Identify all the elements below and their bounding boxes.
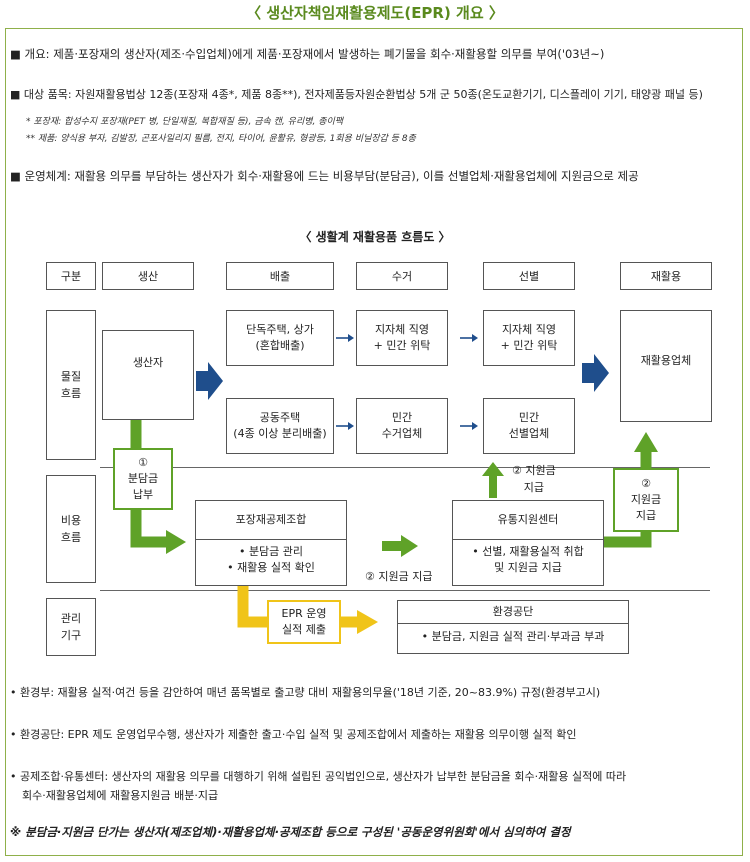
box-text: 수거업체 — [381, 427, 423, 440]
flow-diagram-title: 〈 생활계 재활용품 흐름도 〉 — [299, 230, 451, 244]
green-arrow-up-icon — [482, 462, 504, 498]
box-text: + 민간 위탁 — [500, 339, 558, 352]
arrow-right-icon — [336, 334, 354, 342]
producer-label: 생산자 — [132, 356, 164, 369]
row-label-text: 물질 — [60, 370, 82, 383]
box-text: 민간 — [391, 411, 413, 424]
row-label-cost: 비용 흐름 — [46, 475, 96, 583]
page-title: 〈 생산자책임재활용제도(EPR) 개요 〉 — [246, 4, 504, 22]
box-text: 지원금 — [630, 493, 662, 506]
env-corp-bullet: • 환경공단: EPR 제도 운영업무수행, 생산자가 제출한 출고·수입 실적… — [10, 728, 577, 741]
box-text: 지자체 직영 — [374, 323, 430, 336]
env-corp-box: 환경공단 • 분담금, 지원금 실적 관리·부과금 부과 — [397, 600, 629, 654]
header-discharge: 배출 — [226, 262, 334, 290]
union-box: 포장재공제조합 • 분담금 관리 • 재활용 실적 확인 — [195, 500, 347, 586]
collect-private-box: 민간 수거업체 — [356, 398, 448, 454]
distribution-center-box: 유통지원센터 • 선별, 재활용실적 취합 및 지원금 지급 — [452, 500, 604, 586]
subsidy-label: ② 지원금 지급 — [365, 570, 433, 583]
box-text: 분담금 — [127, 472, 159, 485]
center-task: 및 지원금 지급 — [494, 561, 562, 574]
row-label-text: 관리 — [60, 612, 82, 625]
recycler-box: 재활용업체 — [620, 310, 712, 422]
box-text: + 민간 위탁 — [373, 339, 431, 352]
box-text: (혼합배출) — [255, 339, 305, 352]
arrow-right-icon — [336, 422, 354, 430]
union-bullet-cont: 회수·재활용업체에 재활용지원금 배분·지급 — [22, 789, 219, 802]
arrow-right-icon — [460, 422, 478, 430]
step2-subsidy-box: ② 지원금 지급 — [613, 468, 679, 532]
box-text: ② — [641, 477, 651, 490]
label-line: 지급 — [523, 481, 544, 494]
box-text: ① — [138, 456, 148, 469]
header-production: 생산 — [102, 262, 194, 290]
header-collection: 수거 — [356, 262, 448, 290]
system-bullet: ■ 운영체계: 재활용 의무를 부담하는 생산자가 회수·재활용에 드는 비용부… — [10, 169, 639, 183]
row-label-org: 관리 기구 — [46, 598, 96, 656]
box-text: 실적 제출 — [282, 623, 326, 636]
env-corp-task: • 분담금, 지원금 실적 관리·부과금 부과 — [421, 630, 605, 643]
big-arrow-right-icon — [196, 362, 223, 400]
row-separator — [100, 467, 710, 468]
union-bullet: • 공제조합·유통센터: 생산자의 재활용 의무를 대행하기 위해 설립된 공익… — [10, 770, 627, 783]
discharge-apartment-box: 공동주택 (4종 이상 분리배출) — [226, 398, 334, 454]
row-separator — [100, 590, 710, 591]
union-task: • 분담금 관리 — [238, 545, 304, 558]
row-label-text: 비용 — [60, 514, 82, 527]
ministry-bullet: • 환경부: 재활용 실적·여건 등을 감안하여 매년 품목별로 출고량 대비 … — [10, 686, 601, 699]
step1-payment-box: ① 분담금 납부 — [113, 448, 173, 510]
box-text: 지자체 직영 — [501, 323, 557, 336]
items-bullet: ■ 대상 품목: 자원재활용법상 12종(포장재 4종*, 제품 8종**), … — [10, 88, 703, 101]
overview-bullet: ■ 개요: 제품·포장재의 생산자(제조·수입업체)에게 제품·포장재에서 발생… — [10, 47, 605, 61]
arrow-right-icon — [460, 334, 478, 342]
recycler-label: 재활용업체 — [640, 354, 692, 367]
box-text: (4종 이상 분리배출) — [233, 427, 327, 440]
subsidy-label-2: ② 지원금 지급 — [512, 462, 556, 496]
box-text: 민간 — [518, 411, 540, 424]
header-sorting: 선별 — [483, 262, 575, 290]
sort-municipal-box: 지자체 직영 + 민간 위탁 — [483, 310, 575, 366]
box-text: 지급 — [635, 509, 657, 522]
green-arrow-right-icon — [382, 535, 418, 557]
header-category: 구분 — [46, 262, 96, 290]
product-note: ** 제품: 양식용 부자, 김발장, 곤포사일리지 필름, 전지, 타이어, … — [26, 134, 416, 144]
row-label-text: 흐름 — [60, 531, 82, 544]
center-name: 유통지원센터 — [453, 501, 603, 540]
box-text: 납부 — [132, 488, 154, 501]
discharge-house-box: 단독주택, 상가 (혼합배출) — [226, 310, 334, 366]
box-text: 선별업체 — [508, 427, 550, 440]
union-name: 포장재공제조합 — [196, 501, 346, 540]
row-label-text: 흐름 — [60, 387, 82, 400]
big-arrow-right-icon — [582, 354, 609, 392]
row-label-text: 기구 — [60, 629, 82, 642]
sort-private-box: 민간 선별업체 — [483, 398, 575, 454]
union-task: • 재활용 실적 확인 — [227, 561, 315, 574]
collect-municipal-box: 지자체 직영 + 민간 위탁 — [356, 310, 448, 366]
box-text: 단독주택, 상가 — [246, 323, 314, 336]
epr-report-box: EPR 운영 실적 제출 — [267, 600, 341, 644]
packaging-note: * 포장재: 합성수지 포장재(PET 병, 단일재질, 복합재질 등), 금속… — [26, 117, 344, 127]
header-recycling: 재활용 — [620, 262, 712, 290]
producer-box: 생산자 — [102, 330, 194, 420]
row-label-material: 물질 흐름 — [46, 310, 96, 460]
center-task: • 선별, 재활용실적 취합 — [472, 545, 584, 558]
box-text: 공동주택 — [259, 411, 301, 424]
footer-note: ※ 분담금·지원금 단가는 생산자(제조업체)·재활용업체·공제조합 등으로 구… — [10, 825, 571, 839]
env-corp-name: 환경공단 — [398, 601, 628, 624]
box-text: EPR 운영 — [281, 607, 327, 620]
label-line: ② 지원금 — [512, 464, 556, 477]
